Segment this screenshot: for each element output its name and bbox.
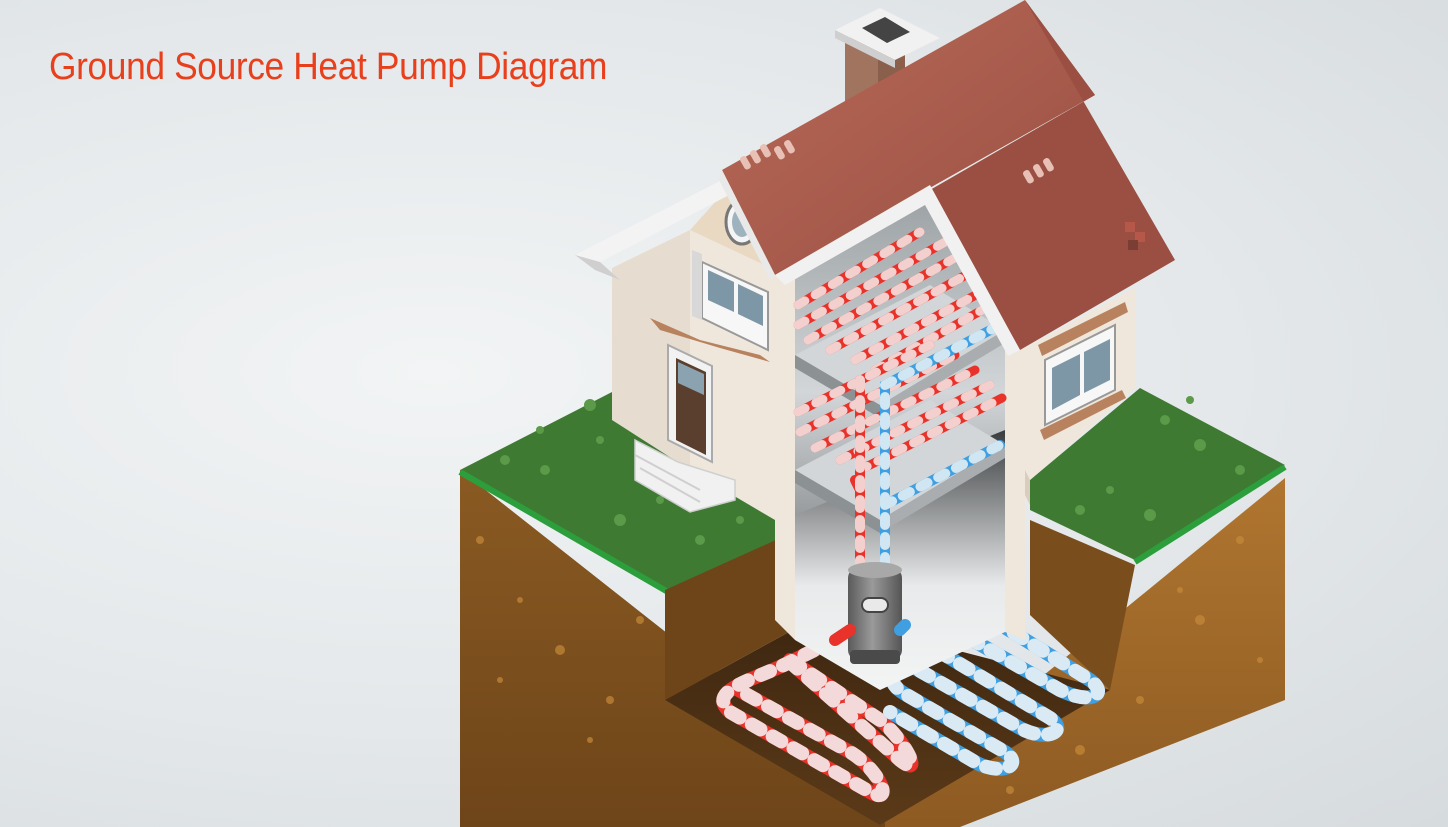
right-wing-window	[1038, 302, 1128, 440]
heat-pump-unit	[848, 562, 902, 664]
left-wing-window	[692, 250, 769, 352]
riser-pipes	[850, 320, 1005, 580]
grass-top-right	[1030, 388, 1285, 560]
main-wall-right-strip	[1005, 340, 1025, 640]
soil-texture	[476, 536, 1263, 794]
roof-cut-edge	[775, 185, 1020, 356]
front-door	[667, 343, 713, 464]
underfloor-heating-coil-upper	[793, 227, 1005, 375]
upper-floor-slab	[795, 285, 1005, 405]
roof-left-slope	[722, 0, 1095, 275]
house-left-wing	[575, 180, 775, 520]
grass-edge-right	[1133, 464, 1287, 565]
house-main-cutaway	[775, 190, 1025, 690]
pit-wall-right	[1030, 520, 1135, 690]
front-steps	[634, 438, 736, 513]
roof-right-slope	[930, 0, 1175, 350]
roof-vents	[740, 140, 1054, 184]
grass-edge-left	[458, 469, 670, 595]
roof-corner-tiles	[1125, 222, 1145, 250]
pump-ground-connectors	[829, 619, 911, 646]
house-right-wing	[1025, 288, 1135, 505]
porch-roof	[575, 180, 735, 262]
roof	[718, 0, 1175, 356]
lower-floor-slab	[795, 400, 1005, 520]
grass-texture	[500, 396, 1245, 545]
page-title: Ground Source Heat Pump Diagram	[49, 46, 608, 88]
main-wall-left-strip	[775, 270, 795, 640]
